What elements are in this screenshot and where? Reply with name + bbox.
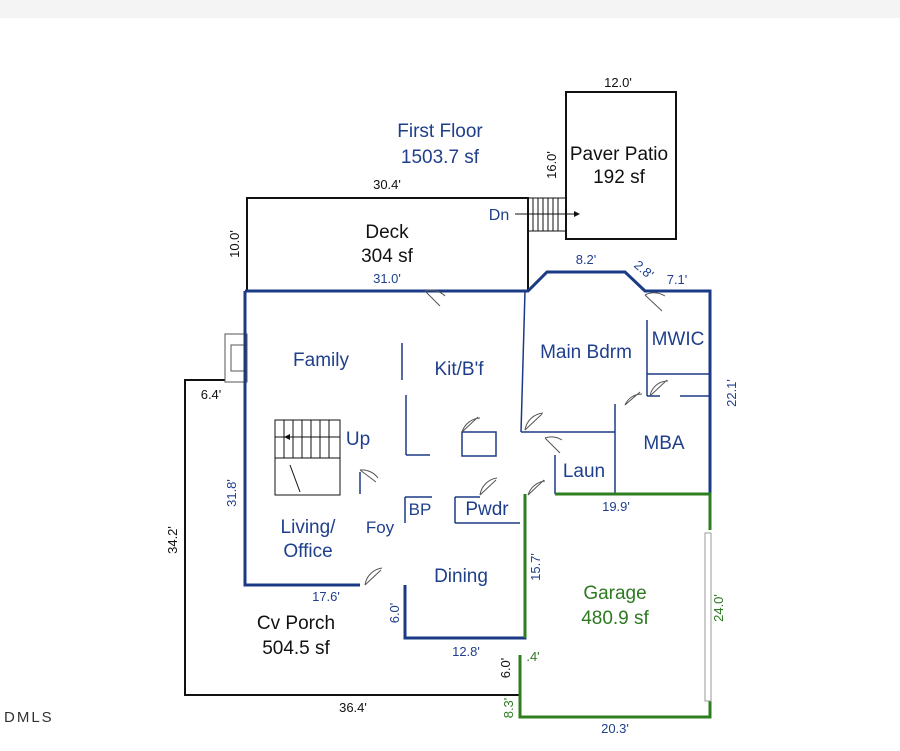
dim-garage-small: .4' xyxy=(526,649,539,664)
dim-left-upper: 6.4' xyxy=(201,387,222,402)
garage-bottom-wall xyxy=(518,690,712,719)
room-mwic: MWIC xyxy=(652,329,705,350)
dim-garage-right: 24.0' xyxy=(711,594,726,622)
main-stairs xyxy=(274,419,341,496)
room-pwdr: Pwdr xyxy=(465,499,509,520)
room-family: Family xyxy=(293,350,349,371)
dim-garage-bottom: 20.3' xyxy=(601,721,629,736)
dim-garage-notch: 6.0' xyxy=(498,658,513,679)
floor-area: 1503.7 sf xyxy=(401,147,480,168)
house-outline-left xyxy=(243,291,360,587)
dim-deck-bottom: 31.0' xyxy=(373,271,401,286)
garage-name: Garage xyxy=(583,583,646,604)
room-living-line2: Office xyxy=(283,541,332,562)
dim-garage-low: 8.3' xyxy=(501,698,516,719)
room-foy: Foy xyxy=(366,518,395,537)
porch-area: 504.5 sf xyxy=(262,638,330,659)
top-shadow xyxy=(0,0,900,18)
deck-area: 304 sf xyxy=(361,246,413,267)
room-main-bdrm: Main Bdrm xyxy=(540,342,632,363)
dim-porch-notch: 6.0' xyxy=(387,603,402,624)
dim-right-wall: 22.1' xyxy=(724,379,739,407)
dim-left-main: 31.8' xyxy=(224,479,239,507)
floor-title: First Floor xyxy=(397,121,483,142)
patio-outline xyxy=(565,91,677,240)
room-bp: BP xyxy=(409,500,432,519)
garage-door xyxy=(704,532,712,702)
room-living-line1: Living/ xyxy=(281,517,337,538)
dim-deck-top: 30.4' xyxy=(373,177,401,192)
stairs-up-label: Up xyxy=(346,429,370,450)
house-outline-top xyxy=(245,270,712,494)
stairs-dn-label: Dn xyxy=(489,207,509,224)
dim-garage-left-upper: 15.7' xyxy=(528,553,543,581)
patio-name: Paver Patio xyxy=(570,144,668,165)
garage-top-wall xyxy=(555,492,712,530)
room-laun: Laun xyxy=(563,461,605,482)
interior-walls xyxy=(359,290,710,524)
patio-area: 192 sf xyxy=(593,167,645,188)
dim-living-bottom: 17.6' xyxy=(312,589,340,604)
watermark: DMLS xyxy=(4,709,54,726)
dim-porch-left: 34.2' xyxy=(165,526,180,554)
dim-porch-bottom: 36.4' xyxy=(339,700,367,715)
dim-deck-side: 10.0' xyxy=(227,230,242,258)
room-mba: MBA xyxy=(643,433,685,454)
dim-laun-bottom: 19.9' xyxy=(602,499,630,514)
deck-name: Deck xyxy=(365,222,409,243)
dim-dining-bottom: 12.8' xyxy=(452,644,480,659)
dim-bay-top: 8.2' xyxy=(576,252,597,267)
dim-patio-top: 12.0' xyxy=(604,75,632,90)
porch-name: Cv Porch xyxy=(257,613,335,634)
dim-patio-side: 16.0' xyxy=(544,151,559,179)
dim-bay-angle: 2.8' xyxy=(631,257,656,282)
deck-steps xyxy=(515,197,580,232)
room-kitchen: Kit/B'f xyxy=(434,359,484,380)
fireplace xyxy=(224,333,248,383)
room-dining: Dining xyxy=(434,566,488,587)
porch-outline xyxy=(184,379,519,696)
garage-area: 480.9 sf xyxy=(581,608,649,629)
doors xyxy=(359,289,669,586)
dim-mwic-top: 7.1' xyxy=(667,272,688,287)
